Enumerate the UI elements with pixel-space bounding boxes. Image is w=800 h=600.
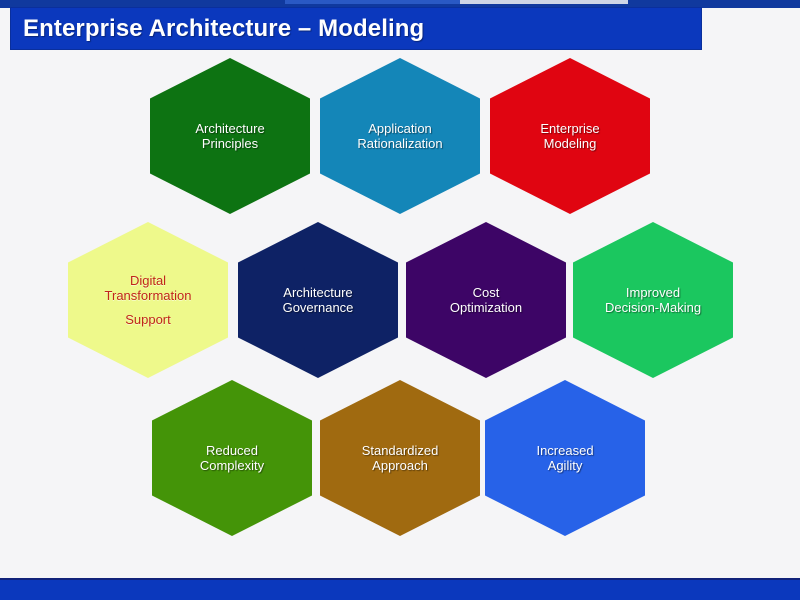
hexagon-digital-transformation-support[interactable]: Digital Transformation Support <box>68 222 228 378</box>
hexagon-label-line1: Application <box>368 121 432 136</box>
hexagon-diagram: Architecture Principles Application Rati… <box>0 50 800 578</box>
hexagon-label: Cost Optimization <box>436 285 536 315</box>
hexagon-architecture-governance[interactable]: Architecture Governance <box>238 222 398 378</box>
hexagon-label-line1: Improved <box>625 285 681 300</box>
hexagon-label-line1: Increased <box>536 443 594 458</box>
hexagon-label: Standardized Approach <box>348 443 453 473</box>
hexagon-label-line1: Cost <box>472 285 500 300</box>
hexagon-reduced-complexity[interactable]: Reduced Complexity <box>152 380 312 536</box>
hexagon-label-line2: Approach <box>372 458 428 473</box>
hexagon-label-line2: Modeling <box>543 136 597 151</box>
hexagon-label-line2: Principles <box>201 136 259 151</box>
hexagon-label: Improved Decision-Making <box>591 285 715 315</box>
hexagon-cost-optimization[interactable]: Cost Optimization <box>406 222 566 378</box>
top-accent-strip-light <box>285 0 460 4</box>
hexagon-label: Architecture Governance <box>269 285 368 315</box>
hexagon-label-line2: Optimization <box>449 300 523 315</box>
hexagon-label: Architecture Principles <box>181 121 278 151</box>
hexagon-label-line3: Support <box>125 312 171 327</box>
hexagon-standardized-approach[interactable]: Standardized Approach <box>320 380 480 536</box>
hexagon-architecture-principles[interactable]: Architecture Principles <box>150 58 310 214</box>
hexagon-label: Enterprise Modeling <box>526 121 613 151</box>
hexagon-label-line1: Standardized <box>361 443 439 458</box>
hexagon-application-rationalization[interactable]: Application Rationalization <box>320 58 480 214</box>
hexagon-label: Application Rationalization <box>343 121 456 151</box>
hexagon-improved-decision-making[interactable]: Improved Decision-Making <box>573 222 733 378</box>
hexagon-label-line2: Governance <box>282 300 354 315</box>
hexagon-label: Reduced Complexity <box>186 443 278 473</box>
hexagon-increased-agility[interactable]: Increased Agility <box>485 380 645 536</box>
hexagon-label: Increased Agility <box>522 443 607 473</box>
hexagon-label-line2: Agility <box>547 458 583 473</box>
footer-bar <box>0 578 800 600</box>
top-accent-strip-pale <box>460 0 628 4</box>
title-banner: Enterprise Architecture – Modeling <box>10 7 702 50</box>
page-title: Enterprise Architecture – Modeling <box>23 14 425 42</box>
hexagon-label: Digital Transformation Support <box>91 273 206 327</box>
hexagon-label-line1: Architecture <box>283 285 353 300</box>
hexagon-label-line2: Rationalization <box>357 136 443 151</box>
top-accent-strip <box>0 0 800 8</box>
hexagon-label-line1: Reduced <box>205 443 259 458</box>
hexagon-enterprise-modeling[interactable]: Enterprise Modeling <box>490 58 650 214</box>
hexagon-label-line1: Enterprise <box>540 121 600 136</box>
hexagon-label-line2: Transformation <box>104 288 192 303</box>
hexagon-label-line1: Digital <box>129 273 167 288</box>
hexagon-label-line2: Decision-Making <box>604 300 702 315</box>
hexagon-label-line1: Architecture <box>195 121 265 136</box>
hexagon-label-line2: Complexity <box>199 458 265 473</box>
